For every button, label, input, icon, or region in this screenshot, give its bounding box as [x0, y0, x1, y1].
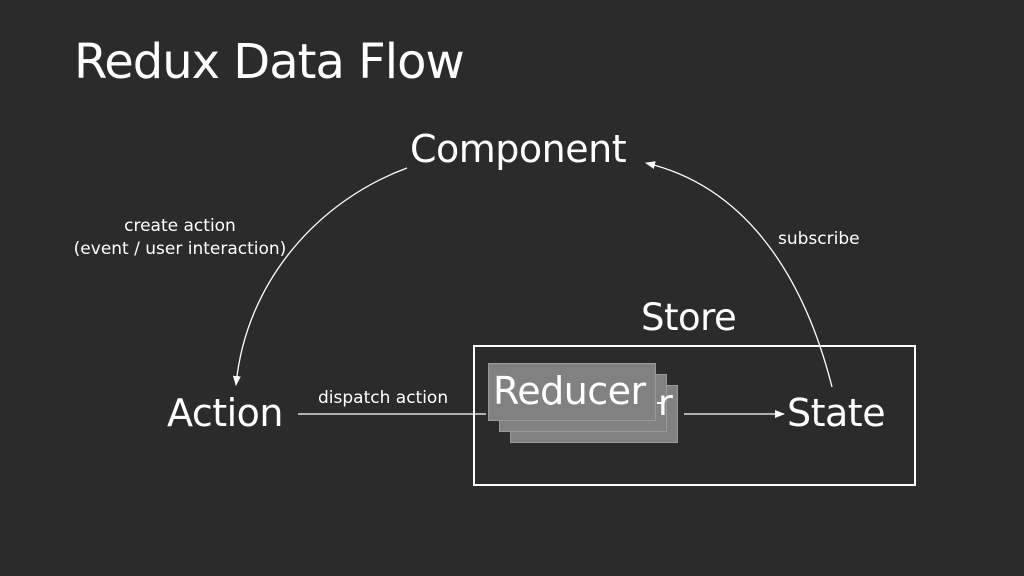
- reducer-node: Reducer: [493, 369, 646, 413]
- create-action-label-line2: (event / user interaction): [73, 239, 287, 259]
- slide-title: Redux Data Flow: [74, 34, 465, 90]
- dispatch-action-label: dispatch action: [318, 388, 449, 408]
- create-action-label: create action (event / user interaction): [62, 215, 298, 261]
- store-box: [473, 345, 916, 486]
- reducer-card-front: [488, 363, 656, 421]
- create-action-label-line1: create action: [124, 216, 236, 236]
- store-label: Store: [641, 296, 737, 339]
- create-action-arrow: [232, 167, 408, 386]
- subscribe-arrow: [645, 161, 833, 388]
- state-node: State: [787, 391, 886, 435]
- action-node: Action: [167, 391, 284, 435]
- component-node: Component: [410, 127, 627, 171]
- reducer-overflow-text: r: [658, 383, 673, 424]
- subscribe-label: subscribe: [778, 229, 860, 249]
